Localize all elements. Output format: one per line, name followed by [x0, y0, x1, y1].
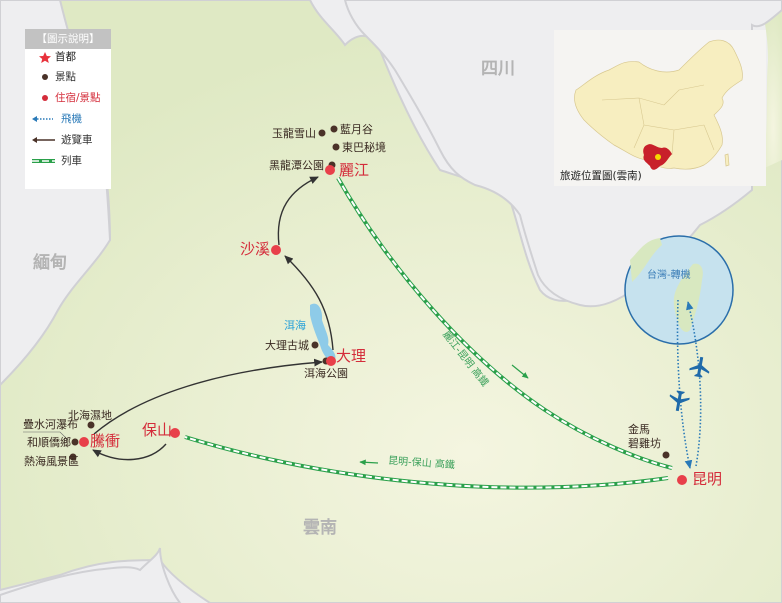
airplane-icon [669, 390, 690, 412]
inset-caption: 旅遊位置圖(雲南) [560, 170, 642, 182]
stay-label-shaxi[interactable]: 沙溪 [240, 240, 271, 258]
legend-item-bus: 遊覽車 [25, 132, 111, 148]
taiwan-inset [624, 235, 734, 345]
legend-item-stay: 住宿/景點 [25, 90, 111, 106]
arrow-icon [31, 132, 55, 148]
legend-item-capital: 首都 [25, 49, 111, 65]
star-icon [37, 49, 57, 65]
spot-label-rehai[interactable]: 熱海風景區 [24, 455, 79, 468]
rail-lijiang-kunming [336, 177, 673, 470]
region-label-sichuan: 四川 [481, 59, 515, 79]
rail-kunming-baoshan [184, 435, 669, 490]
region-sea-bottom-left [0, 547, 182, 603]
spot-label-heshun[interactable]: 和順僑鄉 [27, 436, 71, 449]
dot-icon [37, 69, 57, 85]
bus-baoshan-tengchong [92, 443, 167, 461]
rail-arrow-kunming-baoshan [359, 459, 379, 466]
region-label-myanmar: 緬甸 [33, 253, 67, 273]
route-label-taiwan-transfer: 台灣-轉機 [647, 270, 691, 281]
dotted-arrow-icon [31, 111, 53, 127]
rail-arrow-lijiang-kunming [511, 364, 529, 379]
flight-kunming-taiwan [686, 301, 702, 467]
rail-icon [31, 153, 55, 169]
spot-label-dieshui[interactable]: 疊水河瀑布 [23, 418, 78, 431]
spot-label-erhai-park[interactable]: 洱海公園 [304, 367, 348, 380]
legend-item-spot: 景點 [25, 69, 111, 85]
location-inset-map: 旅遊位置圖(雲南) [554, 30, 766, 186]
china-map-icon [574, 39, 743, 170]
land-coast-right [760, 0, 782, 170]
legend-title: 【圖示說明】 [25, 29, 111, 49]
stay-label-tengchong[interactable]: 騰衝 [90, 432, 121, 450]
region-label-yunnan: 雲南 [303, 518, 337, 538]
spot-label-lanyue[interactable]: 藍月谷 [340, 123, 373, 136]
stay-label-dali[interactable]: 大理 [336, 347, 367, 365]
flight-taiwan-kunming [676, 299, 693, 469]
stay-label-baoshan[interactable]: 保山 [142, 421, 173, 439]
dot-icon [37, 90, 57, 106]
legend-item-flight: 飛機 [25, 111, 111, 127]
spot-label-yulong[interactable]: 玉龍雪山 [272, 127, 316, 140]
bus-shaxi-lijiang [277, 176, 319, 246]
stay-label-lijiang[interactable]: 麗江 [339, 161, 370, 179]
spot-label-beihai[interactable]: 北海濕地 [68, 409, 112, 422]
spot-label-heilongtan[interactable]: 黑龍潭公園 [269, 159, 324, 172]
erhai-lake-shape [310, 303, 336, 362]
bus-tengchong-dali [93, 358, 323, 435]
stay-dots [79, 165, 687, 485]
spot-dots [69, 125, 670, 461]
spot-label-jinma[interactable]: 金馬 [628, 423, 650, 436]
airplane-icon [689, 356, 710, 378]
legend-item-rail: 列車 [25, 153, 111, 169]
stay-label-kunming[interactable]: 昆明 [692, 470, 723, 488]
spot-label-biji[interactable]: 碧雞坊 [628, 437, 661, 450]
lake-label-erhai: 洱海 [284, 319, 306, 332]
spot-label-dali-old-town[interactable]: 大理古城 [265, 339, 309, 352]
spot-label-dongba[interactable]: 東巴秘境 [342, 141, 386, 154]
bus-dali-shaxi [284, 255, 334, 351]
legend: 【圖示說明】 首都 景點 住宿/景點 飛機 遊覽車 列車 [25, 29, 111, 189]
